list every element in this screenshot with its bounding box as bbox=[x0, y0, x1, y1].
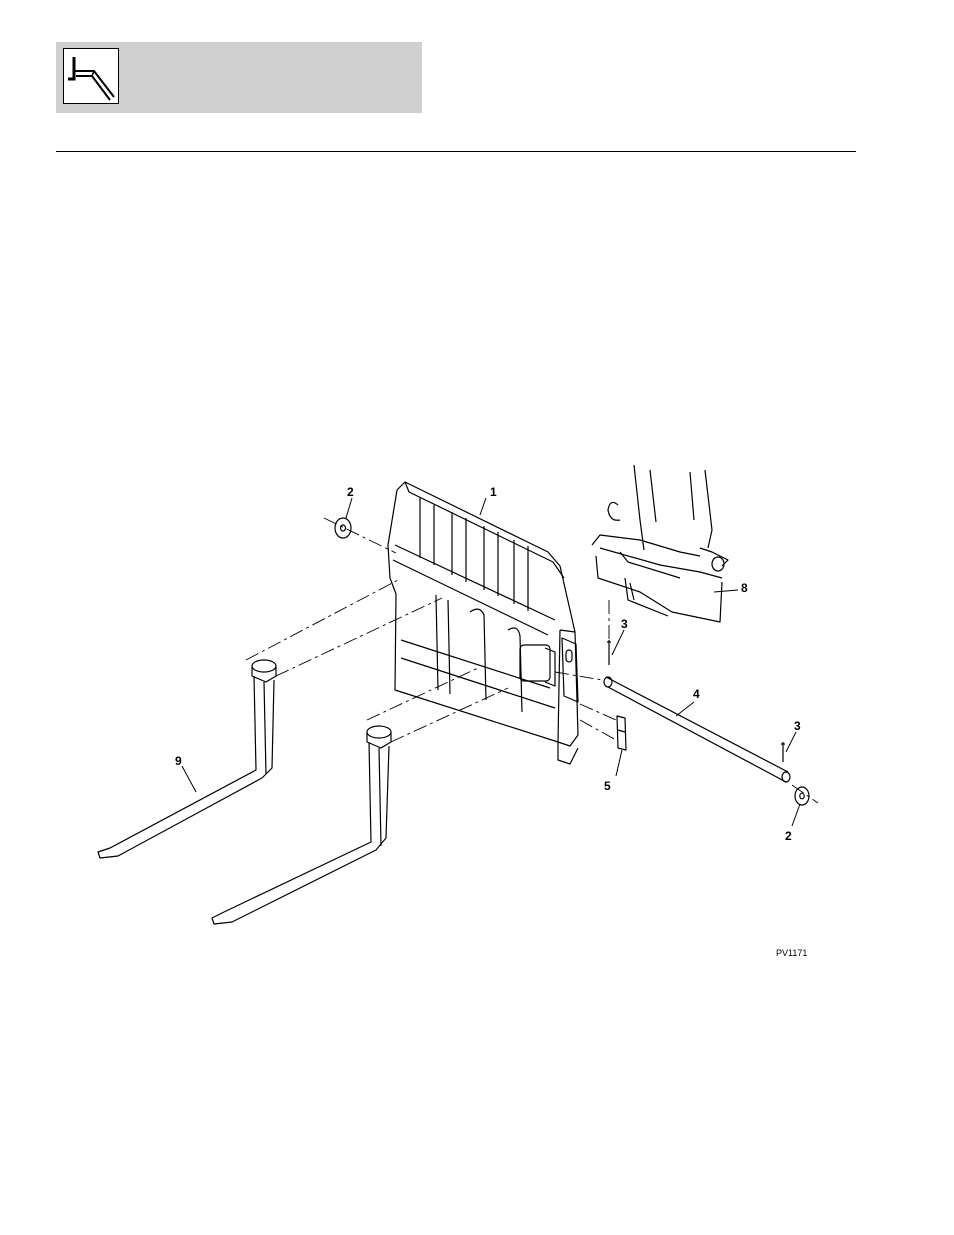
callout-pin-clip-top: 3 bbox=[621, 617, 628, 631]
quick-coupler bbox=[592, 465, 728, 622]
washer-right bbox=[795, 787, 809, 805]
pin-clip-right bbox=[781, 742, 785, 762]
figure-id-label: PV1171 bbox=[776, 948, 807, 958]
callout-washer-right: 2 bbox=[785, 829, 792, 843]
callout-quick-coupler: 8 bbox=[741, 581, 748, 595]
washer-left bbox=[335, 518, 351, 538]
callout-fork-tine: 9 bbox=[175, 754, 182, 768]
callout-washer-left: 2 bbox=[347, 485, 354, 499]
decal bbox=[617, 716, 626, 750]
callout-pin-clip-right: 3 bbox=[794, 719, 801, 733]
callout-pallet-fork-frame: 1 bbox=[490, 485, 497, 499]
fork-tine-upper bbox=[98, 660, 276, 858]
fork-tine-lower bbox=[212, 726, 391, 924]
callout-decal: 5 bbox=[604, 779, 611, 793]
pallet-fork-frame bbox=[388, 482, 578, 764]
pin-clip-top bbox=[607, 640, 611, 665]
callout-pivot-pin: 4 bbox=[693, 687, 700, 701]
